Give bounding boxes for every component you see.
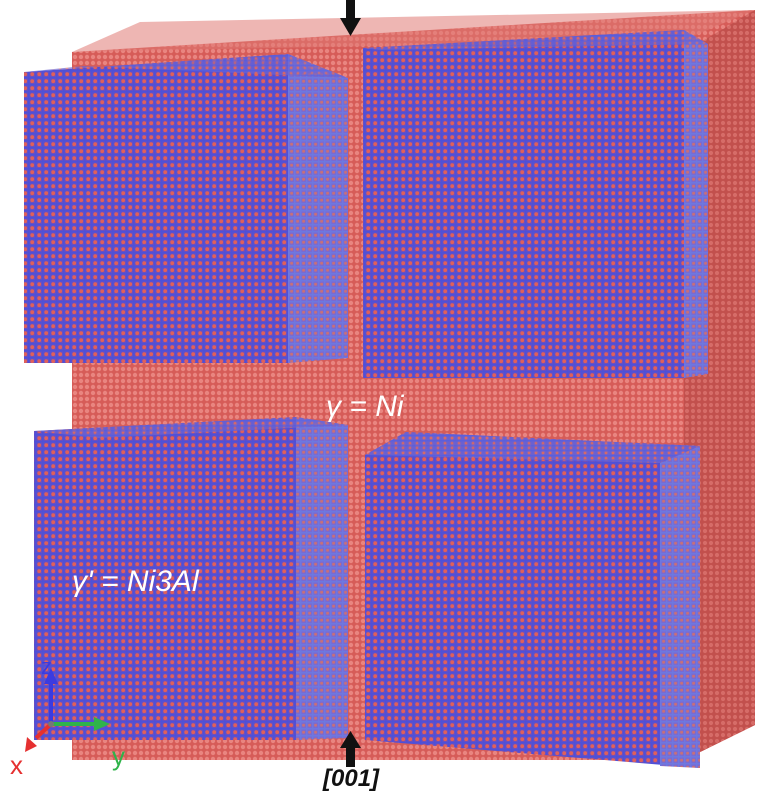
precipitate-top-left (24, 54, 348, 363)
precipitate-label: γ' = Ni3Al (72, 565, 199, 598)
axis-x-label: x (10, 750, 23, 780)
bottom-load-arrow (340, 731, 361, 767)
top-load-arrow (340, 0, 361, 36)
precipitate-top-right (363, 30, 708, 378)
axis-z-label: z (41, 654, 52, 679)
precipitate-bottom-left (34, 417, 348, 740)
axis-y-label: y (112, 741, 125, 771)
precipitate-bottom-right (365, 432, 700, 768)
matrix-label: γ = Ni (326, 390, 404, 423)
axes-triad (25, 668, 110, 752)
direction-label: [001] (323, 765, 380, 792)
